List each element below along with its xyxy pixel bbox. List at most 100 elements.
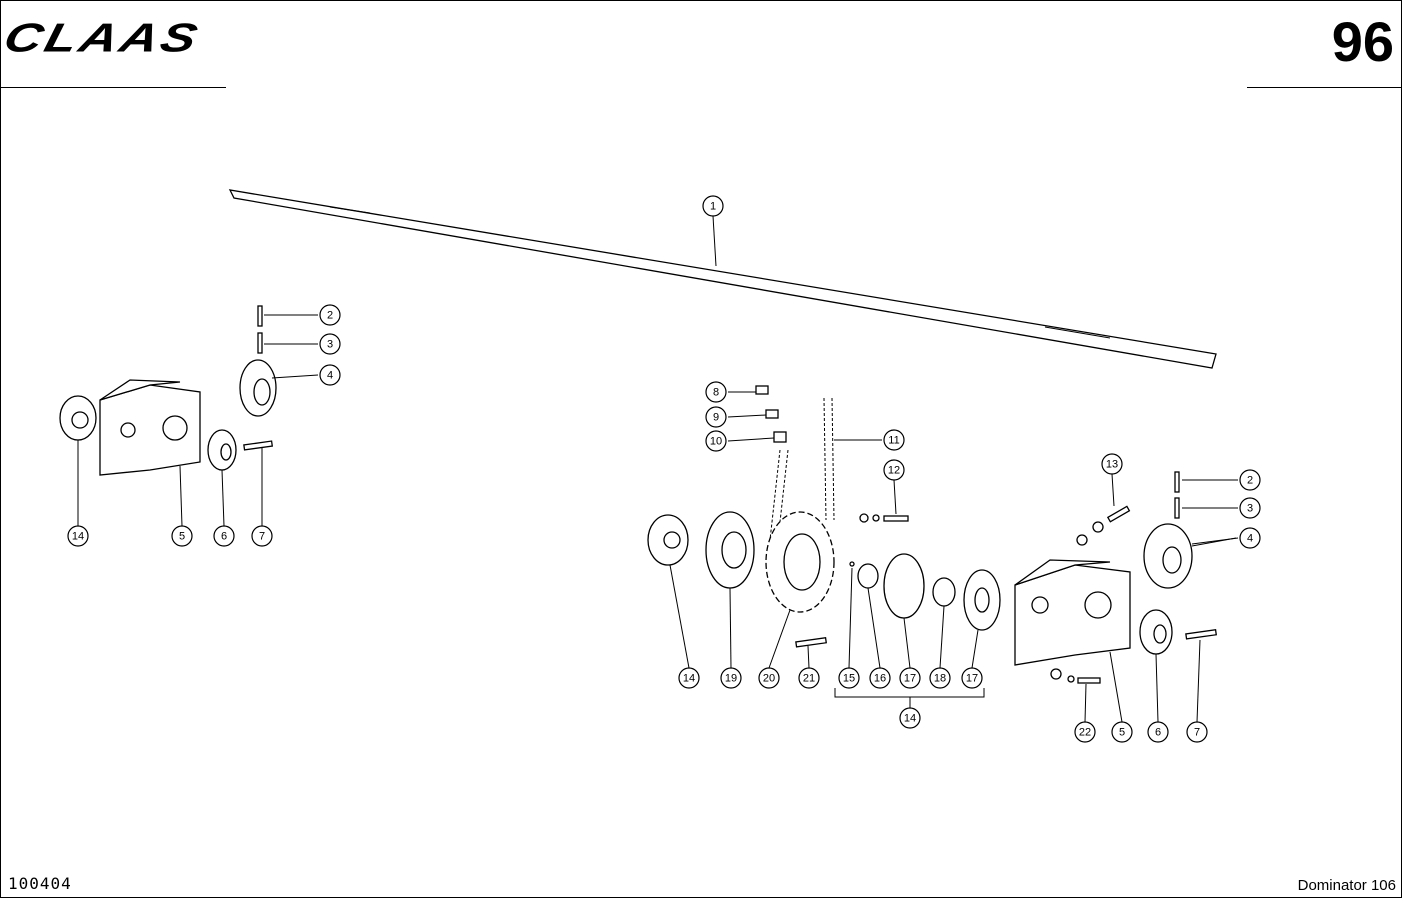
- left-bolt: [243, 440, 274, 451]
- callout-1: 1: [702, 195, 724, 217]
- leader-lines: [77, 215, 1239, 723]
- callout-number: 11: [888, 435, 899, 447]
- callout-number: 22: [1079, 727, 1091, 739]
- callout-number: 17: [904, 673, 916, 685]
- callout-6: 6: [1147, 721, 1169, 743]
- callout-3: 3: [319, 333, 341, 355]
- left-bearing-housing: [59, 395, 97, 441]
- callout-12: 12: [883, 459, 905, 481]
- callout-number: 17: [966, 673, 978, 685]
- callout-number: 14: [72, 531, 84, 543]
- callout-circle: [1186, 721, 1208, 743]
- callout-number: 6: [221, 531, 227, 543]
- callout-11: 11: [883, 429, 905, 451]
- logo-rule: [0, 87, 226, 88]
- callout-circle: [251, 525, 273, 547]
- callout-circle: [678, 667, 700, 689]
- callout-circle: [1239, 497, 1261, 519]
- callout-circle: [705, 381, 727, 403]
- callout-number: 2: [327, 310, 333, 322]
- callout-number: 6: [1155, 727, 1161, 739]
- callout-circle: [1147, 721, 1169, 743]
- callout-7: 7: [1186, 721, 1208, 743]
- callout-number: 12: [888, 465, 900, 477]
- callout-circle: [899, 667, 921, 689]
- callout-17: 17: [961, 667, 983, 689]
- callout-15: 15: [838, 667, 860, 689]
- sprocket-bolt: [795, 637, 827, 648]
- flange-disc: [705, 511, 755, 589]
- callout-circle: [899, 707, 921, 729]
- callout-number: 21: [803, 673, 815, 685]
- callout-number: 8: [713, 387, 719, 399]
- callout-9: 9: [705, 406, 727, 428]
- callout-number: 4: [327, 370, 333, 382]
- callout-number: 4: [1247, 533, 1253, 545]
- callout-17: 17: [899, 667, 921, 689]
- callout-5: 5: [171, 525, 193, 547]
- nut-washer-bolt-22: [1050, 668, 1101, 684]
- callout-14: 14: [899, 707, 921, 729]
- bearing-set: [849, 553, 1001, 631]
- callout-18: 18: [929, 667, 951, 689]
- document-number: 100404: [8, 874, 72, 893]
- shaft-part: [228, 189, 1217, 369]
- callout-number: 10: [710, 436, 722, 448]
- right-pins: [1174, 471, 1180, 519]
- callout-circle: [869, 667, 891, 689]
- callout-number: 16: [874, 673, 886, 685]
- chain-links: [755, 385, 787, 443]
- right-bolt-7: [1185, 629, 1217, 640]
- callout-circle: [1239, 527, 1261, 549]
- callout-circle: [171, 525, 193, 547]
- callout-circle: [883, 429, 905, 451]
- callout-2: 2: [1239, 469, 1261, 491]
- callout-circle: [1101, 453, 1123, 475]
- callout-number: 9: [713, 412, 719, 424]
- callout-circle: [1074, 721, 1096, 743]
- callout-number: 5: [179, 531, 185, 543]
- callout-number: 7: [1194, 727, 1200, 739]
- left-pins: [257, 305, 263, 354]
- callout-circle: [213, 525, 235, 547]
- callout-3: 3: [1239, 497, 1261, 519]
- callout-circle: [702, 195, 724, 217]
- callout-circle: [705, 430, 727, 452]
- callout-number: 1: [710, 201, 716, 213]
- callout-circle: [67, 525, 89, 547]
- page-number-rule: [1247, 87, 1402, 88]
- callout-circle: [1239, 469, 1261, 491]
- left-bevel-gear-small: [207, 429, 237, 471]
- callout-number: 13: [1106, 459, 1118, 471]
- callout-number: 2: [1247, 475, 1253, 487]
- callout-20: 20: [758, 667, 780, 689]
- chain-sprocket: [765, 511, 835, 613]
- callout-number: 5: [1119, 727, 1125, 739]
- callout-number: 3: [327, 339, 333, 351]
- left-bevel-gear-large: [239, 359, 277, 417]
- callout-circle: [758, 667, 780, 689]
- callout-circle: [720, 667, 742, 689]
- callout-circle: [883, 459, 905, 481]
- callout-19: 19: [720, 667, 742, 689]
- model-name: Dominator 106: [1297, 877, 1396, 894]
- callout-number: 20: [763, 673, 775, 685]
- nut-washer-bolt-12: [859, 513, 909, 523]
- callout-2: 2: [319, 304, 341, 326]
- callout-21: 21: [798, 667, 820, 689]
- callout-number: 14: [683, 673, 695, 685]
- callout-14: 14: [678, 667, 700, 689]
- callout-number: 7: [259, 531, 265, 543]
- callout-circle: [1111, 721, 1133, 743]
- right-bevel-gear-small: [1139, 609, 1173, 655]
- callout-14: 14: [67, 525, 89, 547]
- callout-number: 18: [934, 673, 946, 685]
- callout-circle: [929, 667, 951, 689]
- callout-4: 4: [1239, 527, 1261, 549]
- right-bolt-13: [1076, 505, 1131, 546]
- callout-circle: [961, 667, 983, 689]
- callout-number: 15: [843, 673, 855, 685]
